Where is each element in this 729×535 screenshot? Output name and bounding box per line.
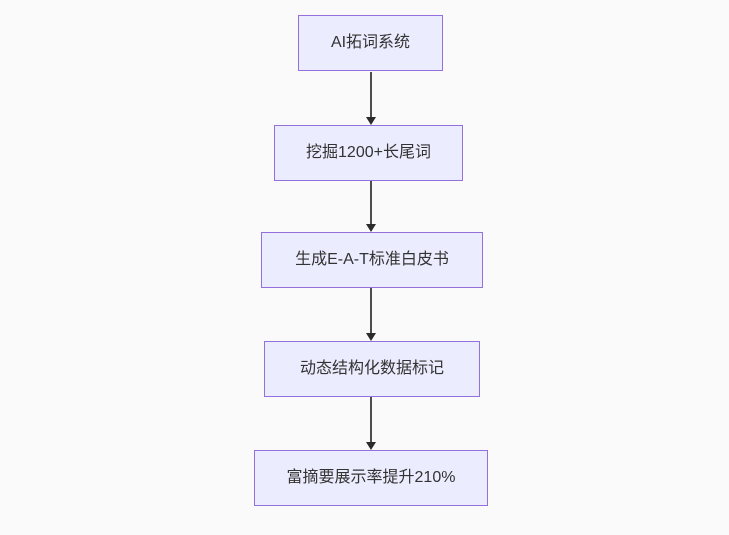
arrow-line — [370, 288, 372, 333]
flow-node-longtail-mining: 挖掘1200+长尾词 — [274, 125, 463, 181]
flow-node-ai-keyword-system: AI拓词系统 — [298, 15, 443, 71]
flow-node-eat-whitepaper: 生成E-A-T标准白皮书 — [261, 232, 483, 288]
flow-arrow-1 — [366, 72, 376, 125]
flow-node-label: 生成E-A-T标准白皮书 — [295, 251, 449, 268]
flow-node-label: 动态结构化数据标记 — [299, 360, 444, 377]
arrow-line — [370, 397, 372, 442]
flow-node-label: AI拓词系统 — [330, 34, 411, 51]
flow-node-structured-data-markup: 动态结构化数据标记 — [264, 341, 480, 397]
arrow-head-icon — [366, 224, 376, 232]
arrow-head-icon — [366, 117, 376, 125]
flow-arrow-2 — [366, 181, 376, 232]
arrow-head-icon — [366, 442, 376, 450]
flow-node-label: 富摘要展示率提升210% — [286, 469, 456, 486]
flow-arrow-3 — [366, 288, 376, 341]
flow-node-label: 挖掘1200+长尾词 — [306, 144, 431, 161]
arrow-line — [370, 181, 372, 224]
flow-node-rich-snippet-rate: 富摘要展示率提升210% — [254, 450, 488, 506]
flow-arrow-4 — [366, 397, 376, 450]
arrow-head-icon — [366, 333, 376, 341]
arrow-line — [370, 72, 372, 117]
